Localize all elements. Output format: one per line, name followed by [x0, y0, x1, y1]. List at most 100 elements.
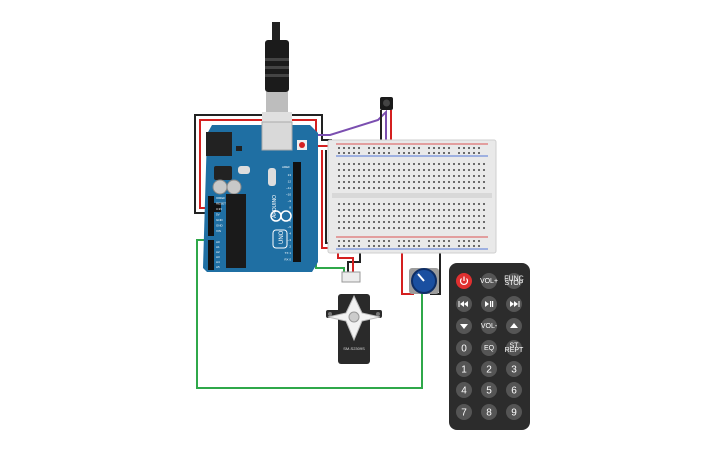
- breadboard-hole[interactable]: [453, 169, 455, 171]
- breadboard-hole[interactable]: [398, 187, 400, 189]
- breadboard-hole[interactable]: [348, 147, 350, 149]
- breadboard-hole[interactable]: [418, 209, 420, 211]
- breadboard-hole[interactable]: [398, 240, 400, 242]
- breadboard-hole[interactable]: [358, 147, 360, 149]
- breadboard-hole[interactable]: [363, 187, 365, 189]
- breadboard-hole[interactable]: [378, 209, 380, 211]
- breadboard-hole[interactable]: [463, 215, 465, 217]
- breadboard-hole[interactable]: [473, 245, 475, 247]
- breadboard-hole[interactable]: [418, 221, 420, 223]
- breadboard-hole[interactable]: [453, 163, 455, 165]
- breadboard-hole[interactable]: [388, 187, 390, 189]
- breadboard-hole[interactable]: [388, 169, 390, 171]
- breadboard-hole[interactable]: [363, 175, 365, 177]
- breadboard-hole[interactable]: [403, 221, 405, 223]
- breadboard-hole[interactable]: [393, 175, 395, 177]
- breadboard-hole[interactable]: [473, 227, 475, 229]
- breadboard-hole[interactable]: [433, 147, 435, 149]
- breadboard-hole[interactable]: [438, 163, 440, 165]
- breadboard-hole[interactable]: [468, 221, 470, 223]
- breadboard-hole[interactable]: [408, 215, 410, 217]
- breadboard-hole[interactable]: [478, 240, 480, 242]
- breadboard-hole[interactable]: [343, 227, 345, 229]
- breadboard-hole[interactable]: [383, 209, 385, 211]
- breadboard-hole[interactable]: [403, 169, 405, 171]
- breadboard-hole[interactable]: [343, 147, 345, 149]
- breadboard-hole[interactable]: [358, 152, 360, 154]
- breadboard-hole[interactable]: [478, 147, 480, 149]
- breadboard-hole[interactable]: [463, 169, 465, 171]
- breadboard-hole[interactable]: [348, 152, 350, 154]
- breadboard-hole[interactable]: [373, 181, 375, 183]
- digital-header[interactable]: [293, 162, 301, 262]
- breadboard-hole[interactable]: [408, 152, 410, 154]
- breadboard-hole[interactable]: [348, 227, 350, 229]
- breadboard-hole[interactable]: [448, 227, 450, 229]
- breadboard-hole[interactable]: [448, 245, 450, 247]
- servo-motor[interactable]: SM-S2309S: [326, 271, 382, 364]
- breadboard-hole[interactable]: [438, 221, 440, 223]
- breadboard-hole[interactable]: [468, 227, 470, 229]
- breadboard-hole[interactable]: [433, 240, 435, 242]
- breadboard-hole[interactable]: [393, 163, 395, 165]
- breadboard-hole[interactable]: [438, 240, 440, 242]
- breadboard-hole[interactable]: [463, 163, 465, 165]
- breadboard-hole[interactable]: [393, 209, 395, 211]
- breadboard-hole[interactable]: [428, 181, 430, 183]
- breadboard-holes[interactable]: [338, 147, 485, 247]
- breadboard-hole[interactable]: [473, 163, 475, 165]
- breadboard-hole[interactable]: [338, 187, 340, 189]
- breadboard-hole[interactable]: [363, 203, 365, 205]
- breadboard-hole[interactable]: [408, 147, 410, 149]
- breadboard-hole[interactable]: [413, 227, 415, 229]
- breadboard-hole[interactable]: [348, 181, 350, 183]
- breadboard-hole[interactable]: [338, 181, 340, 183]
- breadboard-hole[interactable]: [353, 181, 355, 183]
- breadboard-hole[interactable]: [358, 175, 360, 177]
- breadboard-hole[interactable]: [468, 240, 470, 242]
- breadboard-hole[interactable]: [408, 209, 410, 211]
- breadboard-hole[interactable]: [478, 245, 480, 247]
- breadboard-hole[interactable]: [448, 215, 450, 217]
- breadboard-hole[interactable]: [383, 152, 385, 154]
- breadboard-hole[interactable]: [443, 203, 445, 205]
- breadboard-hole[interactable]: [483, 227, 485, 229]
- breadboard-hole[interactable]: [388, 147, 390, 149]
- breadboard-hole[interactable]: [348, 209, 350, 211]
- breadboard-hole[interactable]: [408, 245, 410, 247]
- breadboard-hole[interactable]: [413, 245, 415, 247]
- breadboard-hole[interactable]: [423, 181, 425, 183]
- breadboard-hole[interactable]: [463, 181, 465, 183]
- breadboard-hole[interactable]: [433, 181, 435, 183]
- breadboard-hole[interactable]: [423, 215, 425, 217]
- breadboard-hole[interactable]: [428, 221, 430, 223]
- breadboard-hole[interactable]: [368, 240, 370, 242]
- breadboard-hole[interactable]: [403, 245, 405, 247]
- breadboard-hole[interactable]: [358, 169, 360, 171]
- breadboard-hole[interactable]: [458, 227, 460, 229]
- breadboard-hole[interactable]: [393, 221, 395, 223]
- breadboard-hole[interactable]: [443, 227, 445, 229]
- breadboard-hole[interactable]: [343, 215, 345, 217]
- breadboard-hole[interactable]: [343, 240, 345, 242]
- breadboard[interactable]: [327, 139, 497, 254]
- breadboard-hole[interactable]: [448, 169, 450, 171]
- remote-button-8[interactable]: 8: [481, 404, 497, 420]
- breadboard-hole[interactable]: [468, 209, 470, 211]
- breadboard-hole[interactable]: [473, 169, 475, 171]
- breadboard-hole[interactable]: [478, 187, 480, 189]
- breadboard-hole[interactable]: [448, 163, 450, 165]
- breadboard-hole[interactable]: [378, 187, 380, 189]
- breadboard-hole[interactable]: [483, 181, 485, 183]
- breadboard-hole[interactable]: [358, 227, 360, 229]
- breadboard-hole[interactable]: [398, 147, 400, 149]
- remote-button-2[interactable]: 2: [481, 361, 497, 377]
- breadboard-hole[interactable]: [453, 181, 455, 183]
- breadboard-hole[interactable]: [373, 240, 375, 242]
- breadboard-hole[interactable]: [373, 175, 375, 177]
- play-pause-button[interactable]: [481, 296, 497, 312]
- breadboard-hole[interactable]: [478, 221, 480, 223]
